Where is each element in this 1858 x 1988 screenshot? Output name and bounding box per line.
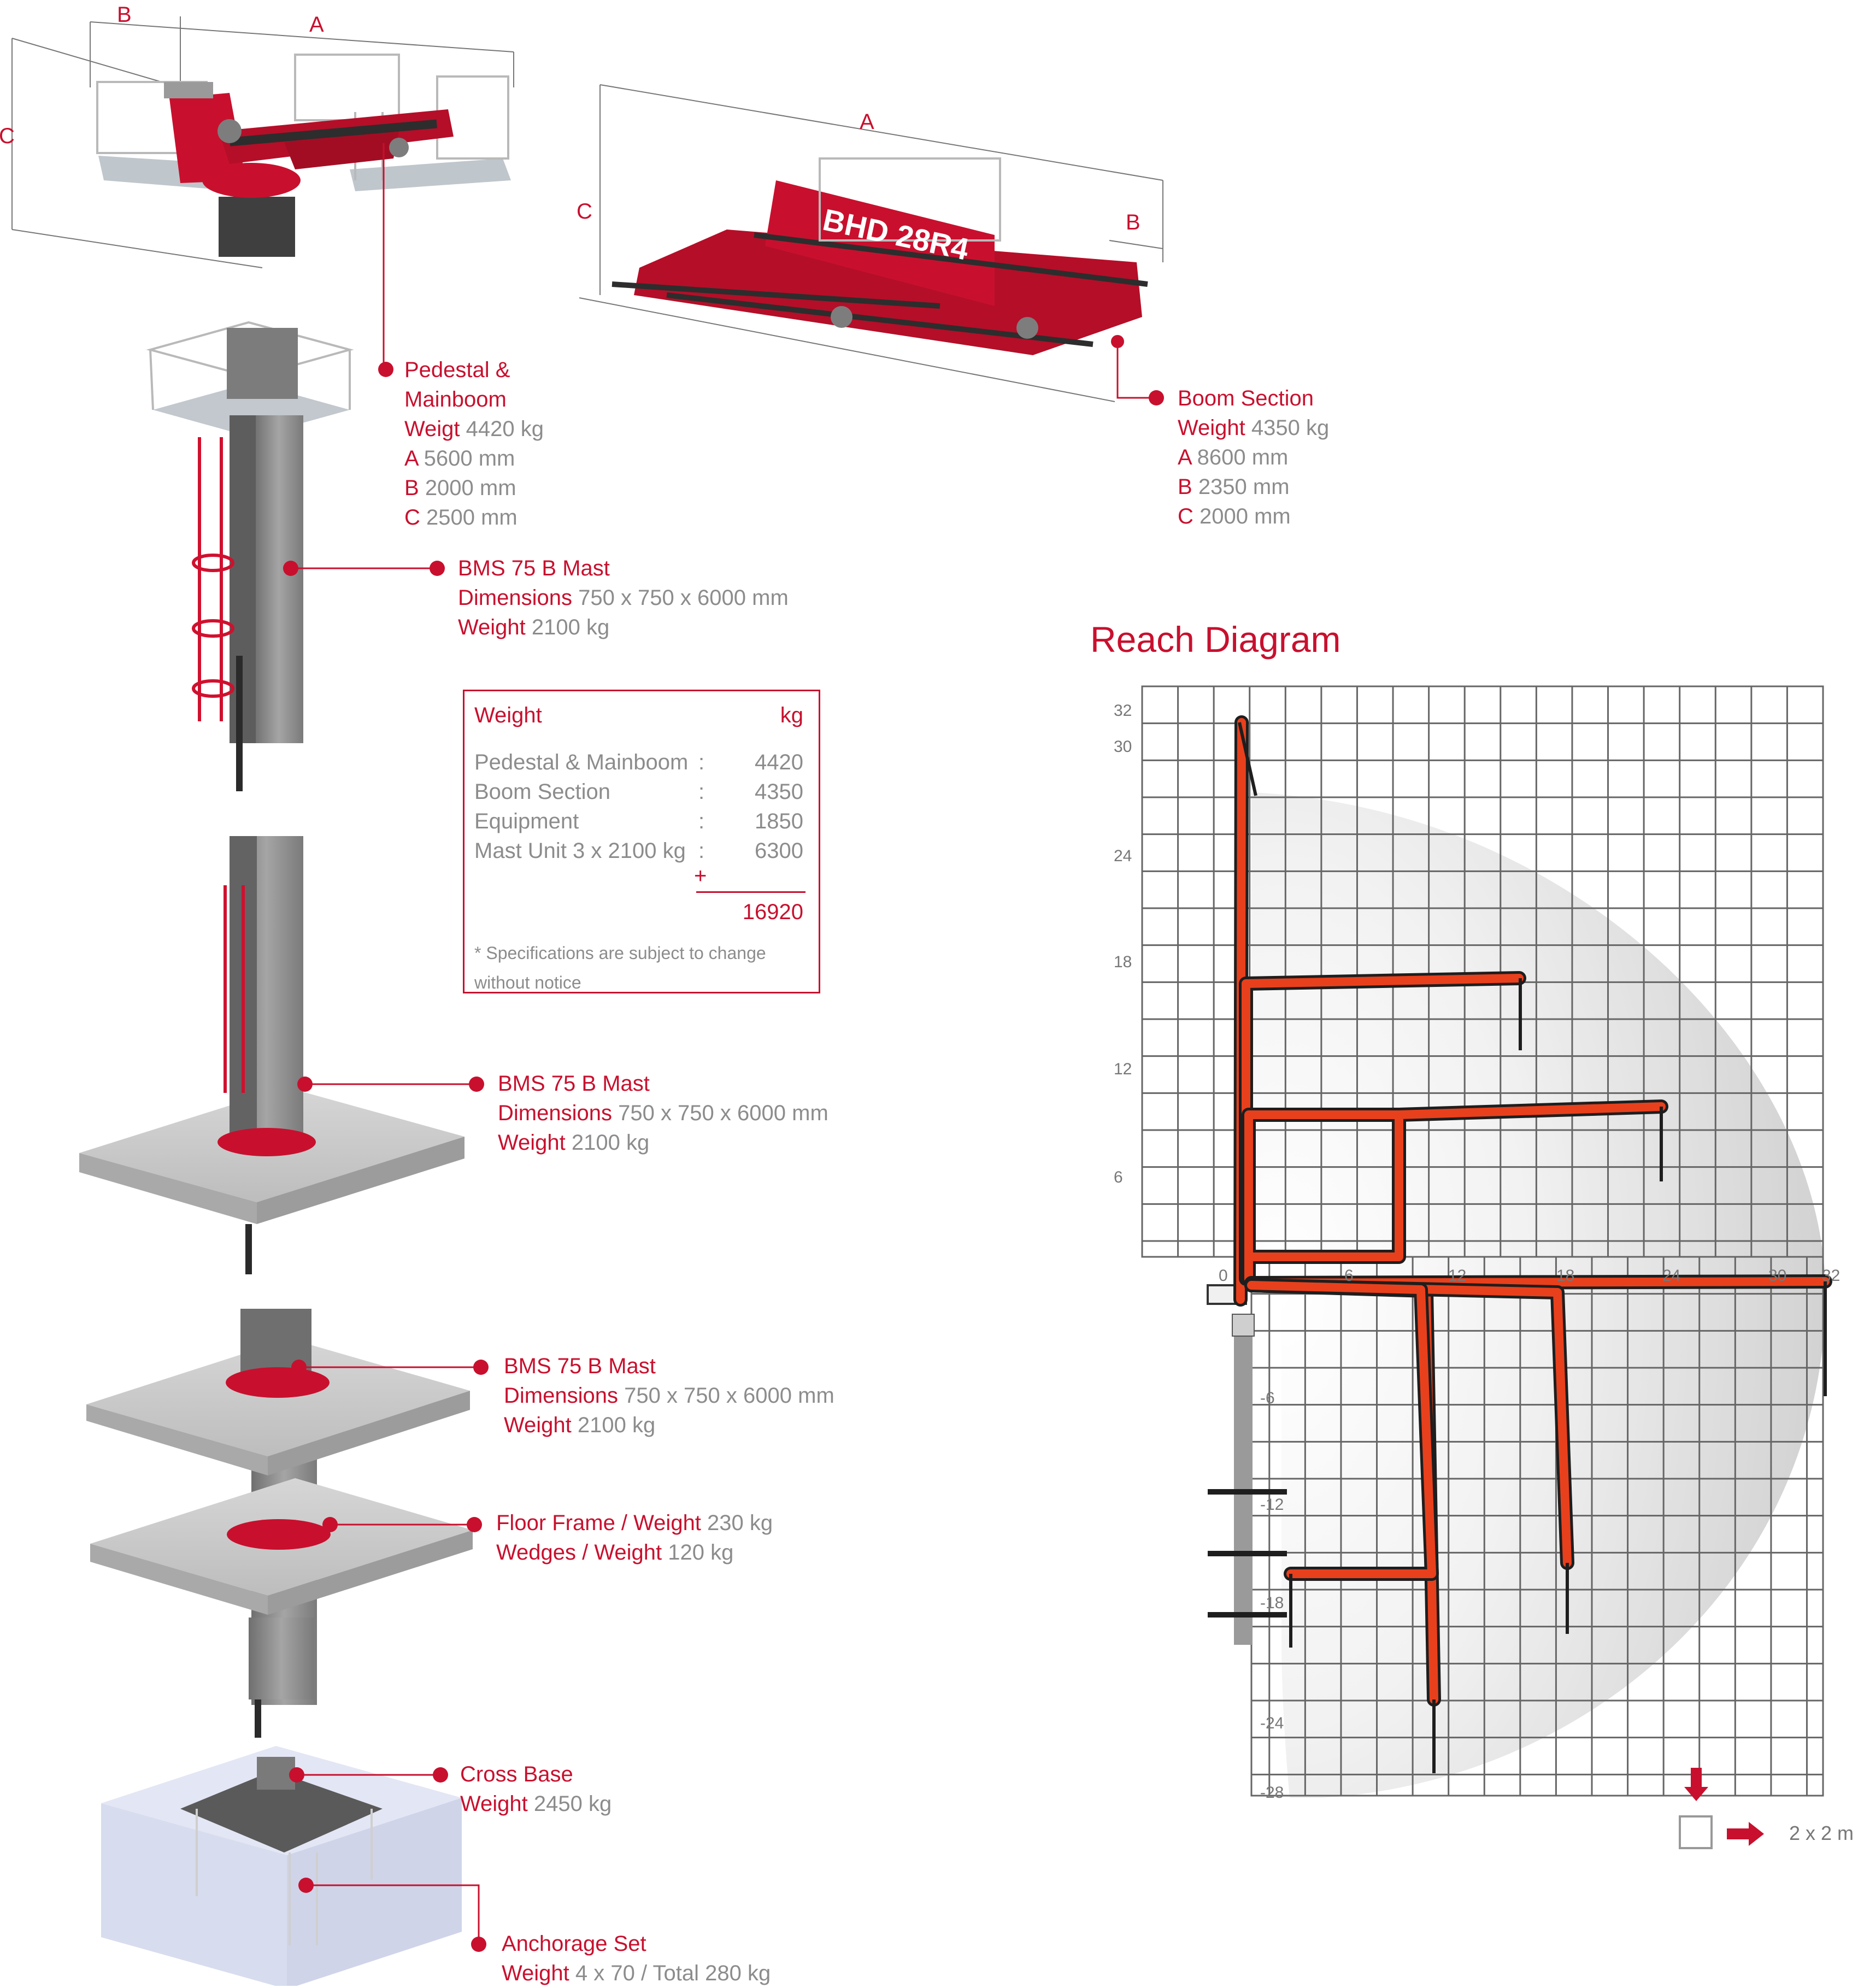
boom-title: Boom Section — [1178, 386, 1314, 410]
wedges-weight: Wedges / Weight 120 kg — [496, 1540, 734, 1564]
y-tick-label: 32 — [1114, 702, 1132, 720]
weight-row: Pedestal & Mainboom:4420 — [474, 750, 803, 774]
diagram-mast — [1234, 1317, 1253, 1645]
leader-pedestal — [378, 143, 393, 377]
leader-mast1 — [283, 561, 445, 576]
pedestal-dim-a: A 5600 mm — [404, 446, 515, 470]
weight-row: Boom Section:4350 — [474, 780, 803, 804]
cross-base-weight: Weight 2450 kg — [460, 1792, 612, 1816]
mast1-dimensions: Dimensions 750 x 750 x 6000 mm — [458, 586, 789, 610]
leader-mast3 — [291, 1360, 489, 1375]
label-mast-1: BMS 75 B Mast Dimensions 750 x 750 x 600… — [458, 554, 789, 642]
dimension-letter-c: C — [0, 124, 15, 148]
y-tick-label: 6 — [1114, 1168, 1123, 1186]
leader-boom — [1111, 335, 1164, 405]
anchorage-weight: Weight 4 x 70 / Total 280 kg — [502, 1961, 771, 1985]
dimension-letter-b-boom: B — [1126, 210, 1140, 234]
pedestal-dim-c: C 2500 mm — [404, 505, 518, 530]
leader-floor-frame — [322, 1517, 482, 1532]
weight-row: Mast Unit 3 x 2100 kg:6300 — [474, 839, 803, 863]
label-cross-base: Cross Base Weight 2450 kg — [460, 1760, 612, 1819]
cross-base-title: Cross Base — [460, 1762, 573, 1786]
arrow-right-icon — [1727, 1822, 1764, 1846]
x-tick-label: 12 — [1448, 1267, 1467, 1285]
pedestal-title-line2: Mainboom — [404, 387, 507, 411]
boom-dimension-lines — [579, 84, 1163, 402]
leader-anchorage — [298, 1878, 486, 1952]
boom-dim-b: B 2350 mm — [1178, 475, 1290, 499]
mast2-weight: Weight 2100 kg — [498, 1131, 650, 1155]
label-mast-2: BMS 75 B Mast Dimensions 750 x 750 x 600… — [498, 1069, 828, 1157]
sum-line — [696, 891, 805, 893]
anchorage-title: Anchorage Set — [502, 1932, 646, 1956]
foundation-drawing — [101, 1746, 462, 1986]
leader-mast2 — [297, 1077, 484, 1092]
y-tick-label: 12 — [1114, 1060, 1132, 1078]
reach-grid — [1141, 685, 1824, 1797]
y-tick-label: -24 — [1260, 1714, 1284, 1732]
boom-dim-c: C 2000 mm — [1178, 504, 1291, 528]
dimension-letter-c-boom: C — [577, 199, 592, 223]
y-tick-label: -18 — [1260, 1594, 1284, 1612]
x-tick-label: 0 — [1219, 1267, 1228, 1285]
scale-square-icon — [1679, 1815, 1713, 1849]
label-anchorage-set: Anchorage Set Weight 4 x 70 / Total 280 … — [502, 1929, 771, 1988]
mast3-drawing — [86, 1309, 473, 1738]
pedestal-dimension-lines — [11, 16, 514, 268]
mast1-title: BMS 75 B Mast — [458, 556, 610, 580]
arrow-down-icon — [1684, 1768, 1708, 1801]
boom-weight: Weight 4350 kg — [1178, 416, 1330, 440]
label-pedestal-mainboom: Pedestal & Mainboom Weigt 4420 kg A 5600… — [404, 355, 544, 532]
pedestal-dim-b: B 2000 mm — [404, 476, 516, 500]
boom-pose — [1247, 1281, 1436, 1578]
mast3-weight: Weight 2100 kg — [504, 1413, 656, 1437]
x-tick-label: 6 — [1344, 1267, 1354, 1285]
boom-pose — [1244, 1102, 1666, 1283]
x-tick-label: 30 — [1768, 1267, 1787, 1285]
weight-total: 16920 — [742, 900, 803, 924]
y-tick-label: 18 — [1114, 953, 1132, 971]
y-tick-label: 24 — [1114, 847, 1132, 865]
y-tick-label: -28 — [1260, 1784, 1284, 1802]
grid-scale-label: 2 x 2 m — [1789, 1822, 1854, 1844]
pedestal-weight: Weigt 4420 kg — [404, 417, 544, 441]
label-mast-3: BMS 75 B Mast Dimensions 750 x 750 x 600… — [504, 1351, 834, 1440]
y-tick-label: 30 — [1114, 738, 1132, 756]
x-tick-label: 32 — [1822, 1267, 1841, 1285]
dimension-letter-a: A — [309, 13, 324, 37]
mast2-drawing — [79, 836, 465, 1274]
mast3-title: BMS 75 B Mast — [504, 1354, 656, 1378]
reach-diagram-title: Reach Diagram — [1090, 619, 1341, 660]
boom-dim-a: A 8600 mm — [1178, 445, 1289, 469]
reach-diagram — [1141, 685, 1832, 1849]
pedestal-mainboom-drawing — [96, 54, 511, 257]
mast2-title: BMS 75 B Mast — [498, 1072, 650, 1096]
x-tick-label: 18 — [1556, 1267, 1575, 1285]
dimension-letter-b: B — [117, 3, 132, 27]
label-boom-section: Boom Section Weight 4350 kg A 8600 mm B … — [1178, 384, 1329, 531]
leader-cross-base — [289, 1767, 448, 1783]
pedestal-title-line1: Pedestal & — [404, 358, 510, 382]
weight-row: Equipment:1850 — [474, 809, 803, 833]
spec-note: * Specifications are subject to change w… — [474, 943, 766, 992]
y-tick-label: -12 — [1260, 1496, 1284, 1514]
sum-plus-sign: + — [694, 864, 707, 888]
mast1-weight: Weight 2100 kg — [458, 615, 610, 639]
dimension-letter-a-boom: A — [860, 110, 874, 134]
mast3-dimensions: Dimensions 750 x 750 x 6000 mm — [504, 1384, 834, 1408]
x-tick-label: 24 — [1662, 1267, 1681, 1285]
label-floor-frame: Floor Frame / Weight 230 kg Wedges / Wei… — [496, 1508, 773, 1567]
boom-section-drawing — [612, 157, 1148, 355]
floor-frame-weight: Floor Frame / Weight 230 kg — [496, 1511, 773, 1535]
mast1-drawing — [146, 321, 354, 791]
mast2-dimensions: Dimensions 750 x 750 x 6000 mm — [498, 1101, 828, 1125]
y-tick-label: -6 — [1260, 1389, 1275, 1407]
